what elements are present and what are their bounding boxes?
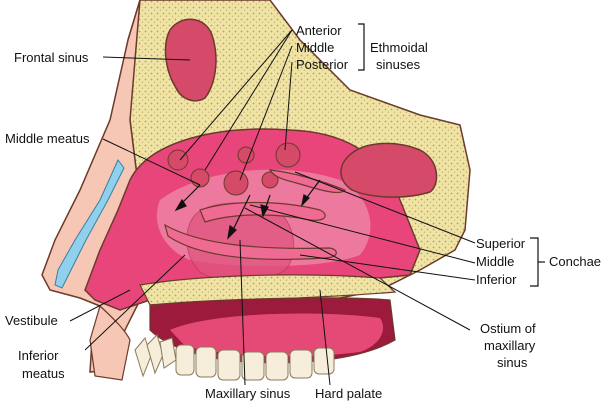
label-vestibule: Vestibule	[5, 313, 58, 328]
ethmoidal-cell-posterior-2	[261, 171, 279, 189]
label-posterior: Posterior	[296, 57, 349, 72]
nasal-cartilage	[54, 159, 125, 289]
label-ostium-line1: Ostium of	[480, 321, 536, 336]
inferior-concha	[164, 223, 337, 260]
brackets	[358, 23, 545, 287]
label-anterior: Anterior	[296, 23, 342, 38]
tongue	[170, 313, 384, 357]
label-middle-concha: Middle	[476, 254, 514, 269]
label-maxillary-sinus: Maxillary sinus	[205, 386, 291, 401]
label-ostium-line2: maxillary	[484, 338, 536, 353]
upper-teeth	[134, 334, 335, 381]
label-frontal-sinus: Frontal sinus	[14, 50, 89, 65]
ethmoidal-cell-anterior	[167, 149, 189, 171]
label-conchae: Conchae	[549, 254, 601, 269]
label-ostium-line3: sinus	[497, 355, 528, 370]
ethmoidal-cell-anterior-2	[190, 168, 210, 188]
superior-concha	[268, 169, 346, 194]
label-inferior: Inferior	[476, 272, 517, 287]
ethmoidal-cell-middle-2	[237, 146, 255, 164]
label-ethmoidal-line1: Ethmoidal	[370, 40, 428, 55]
ethmoidal-cell-posterior	[275, 142, 301, 168]
label-middle: Middle	[296, 40, 334, 55]
label-superior: Superior	[476, 236, 526, 251]
ethmoidal-cell-middle	[223, 170, 249, 196]
label-inferior-meatus-line2: meatus	[22, 366, 65, 381]
frontal-sinus	[164, 18, 217, 102]
label-inferior-meatus-line1: Inferior	[18, 348, 59, 363]
sphenoid-sinus	[340, 142, 438, 198]
label-hard-palate: Hard palate	[315, 386, 382, 401]
upper-lip	[89, 304, 131, 381]
label-middle-meatus: Middle meatus	[5, 131, 90, 146]
flow-arrows	[174, 179, 321, 240]
label-ethmoidal-line2: sinuses	[376, 57, 421, 72]
leader-lines	[69, 29, 476, 386]
